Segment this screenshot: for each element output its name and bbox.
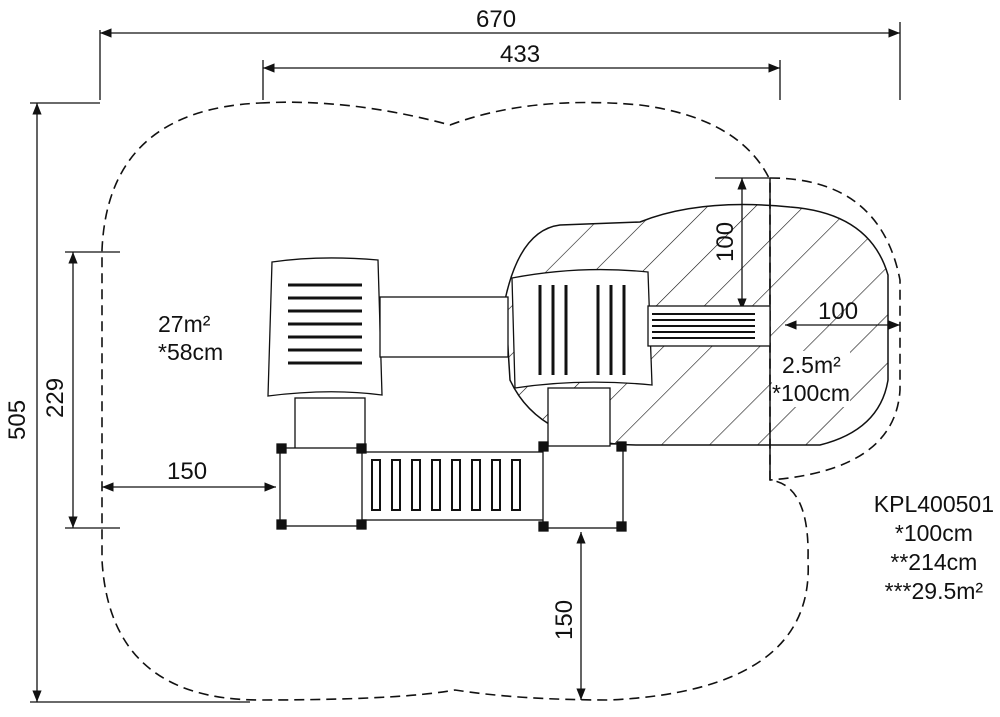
right-roof — [511, 268, 653, 389]
dim-label-100-top: 100 — [712, 221, 739, 262]
left-roof — [267, 257, 383, 397]
dim-label-505: 505 — [4, 399, 31, 440]
slide-fall-height: *100cm — [772, 380, 850, 406]
main-area-value: 27m² — [158, 311, 211, 337]
slide-safety-outline — [769, 177, 901, 481]
dim-label-229: 229 — [42, 377, 69, 418]
equipment — [267, 257, 771, 532]
dim-label-433: 433 — [500, 41, 541, 68]
dim-label-100-right: 100 — [818, 298, 859, 325]
right-platform — [542, 443, 624, 529]
slide-area-label: 2.5m² *100cm — [772, 351, 850, 407]
main-area-label: 27m² *58cm — [158, 310, 223, 366]
main-safety-zone — [101, 101, 809, 701]
product-code: KPL400501 — [873, 491, 994, 517]
product-total-area: ***29.5m² — [884, 578, 984, 604]
product-total-height: **214cm — [890, 549, 978, 575]
left-platform — [279, 447, 366, 527]
product-info: KPL400501 *100cm **214cm ***29.5m² — [874, 490, 994, 606]
product-fall-height: *100cm — [894, 520, 973, 546]
dim-label-150-bottom: 150 — [551, 599, 578, 640]
main-fall-height: *58cm — [158, 339, 224, 365]
dim-label-150-left: 150 — [167, 458, 208, 485]
dim-label-670: 670 — [476, 6, 517, 33]
slide-area-value: 2.5m² — [782, 352, 841, 378]
connecting-tunnel — [379, 296, 509, 358]
